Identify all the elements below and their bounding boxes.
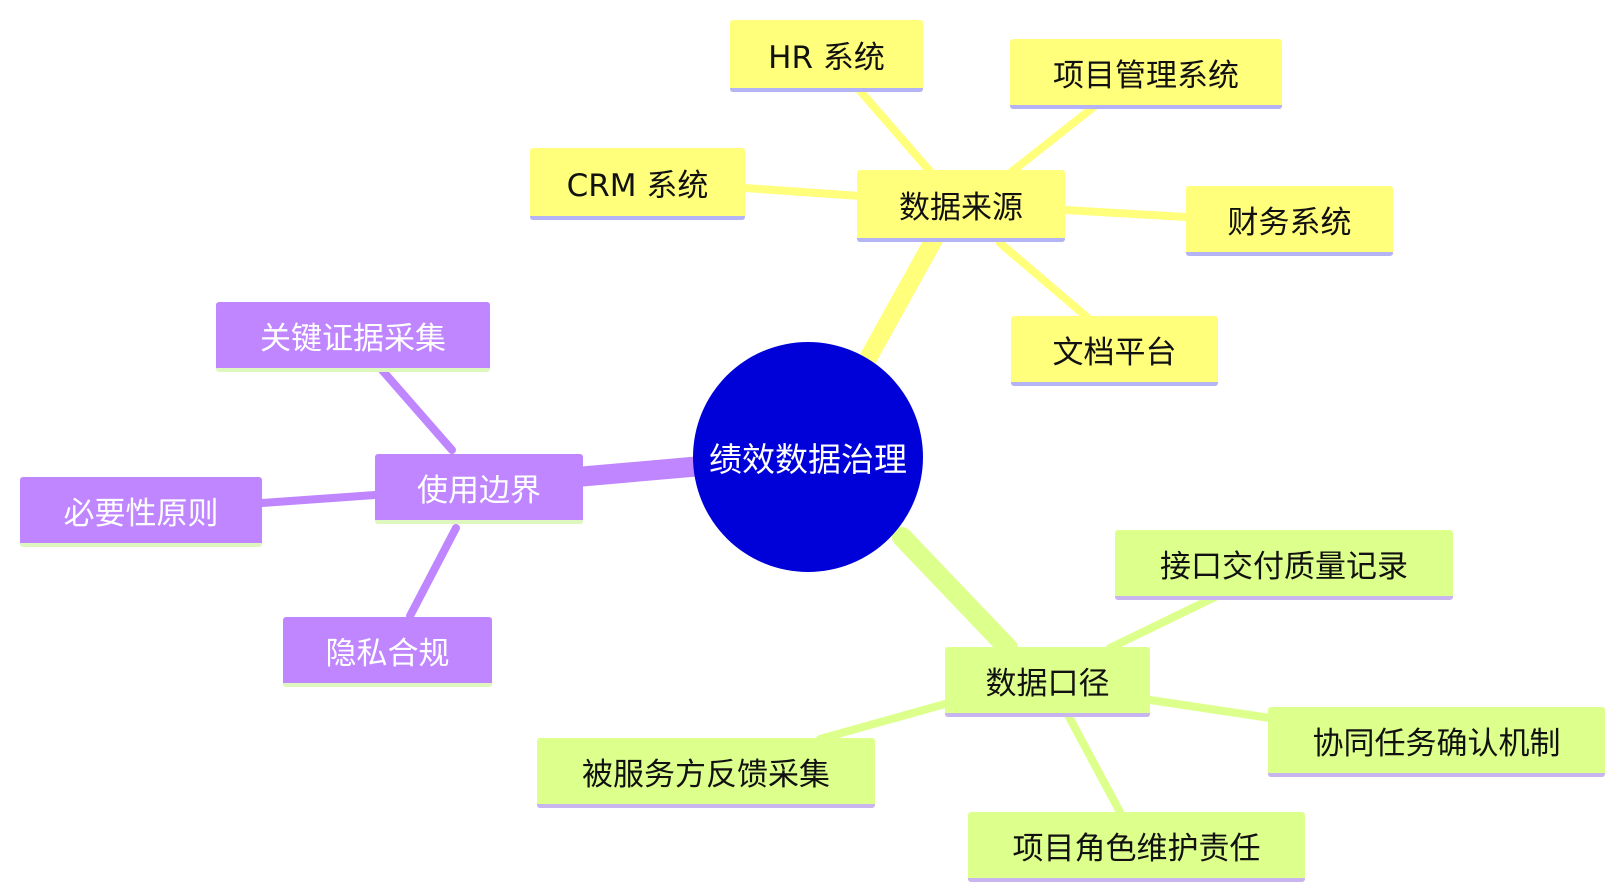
- link-boundary-necessity: [258, 491, 379, 507]
- link-root-data-caliber: [892, 527, 1018, 658]
- link-root-data-source: [857, 216, 951, 371]
- node-project-management-system[interactable]: 项目管理系统: [1010, 39, 1282, 109]
- node-document-platform-label: 文档平台: [1052, 334, 1177, 371]
- node-finance-system[interactable]: 财务系统: [1186, 186, 1393, 256]
- branch-usage-boundary[interactable]: 使用边界: [375, 454, 583, 524]
- node-project-role-maintenance[interactable]: 项目角色维护责任: [968, 812, 1305, 882]
- node-feedback-collection-label: 被服务方反馈采集: [582, 756, 830, 793]
- branch-data-source[interactable]: 数据来源: [857, 170, 1065, 242]
- node-interface-delivery-quality[interactable]: 接口交付质量记录: [1115, 530, 1453, 600]
- node-feedback-collection[interactable]: 被服务方反馈采集: [537, 738, 875, 808]
- link-data-source-pm: [1001, 98, 1104, 181]
- node-project-role-maintenance-label: 项目角色维护责任: [1012, 830, 1261, 867]
- link-caliber-feedback: [816, 700, 949, 743]
- node-privacy-compliance-label: 隐私合规: [325, 635, 450, 672]
- root-node-label: 绩效数据治理: [709, 440, 907, 479]
- node-collaboration-confirmation[interactable]: 协同任务确认机制: [1268, 707, 1605, 777]
- node-crm-system-label: CRM 系统: [566, 167, 709, 204]
- node-necessity-principle[interactable]: 必要性原则: [20, 477, 262, 547]
- node-collaboration-confirmation-label: 协同任务确认机制: [1312, 725, 1561, 762]
- link-caliber-role: [1064, 711, 1124, 816]
- node-project-management-system-label: 项目管理系统: [1053, 57, 1239, 94]
- node-hr-system[interactable]: HR 系统: [730, 20, 923, 92]
- node-document-platform[interactable]: 文档平台: [1011, 316, 1218, 386]
- link-caliber-interface: [1106, 593, 1219, 652]
- node-finance-system-label: 财务系统: [1227, 204, 1352, 241]
- link-data-source-docs: [996, 239, 1092, 322]
- link-boundary-evidence: [378, 366, 456, 454]
- root-node[interactable]: 绩效数据治理: [693, 342, 923, 572]
- node-key-evidence-collection[interactable]: 关键证据采集: [216, 302, 490, 372]
- link-data-source-crm: [741, 184, 864, 200]
- link-root-usage-boundary: [555, 456, 712, 488]
- link-boundary-privacy: [406, 524, 460, 620]
- link-caliber-collab: [1146, 696, 1274, 722]
- branch-data-caliber[interactable]: 数据口径: [945, 647, 1150, 717]
- node-necessity-principle-label: 必要性原则: [63, 495, 219, 532]
- node-interface-delivery-quality-label: 接口交付质量记录: [1160, 548, 1408, 585]
- branch-usage-boundary-label: 使用边界: [417, 472, 541, 509]
- node-hr-system-label: HR 系统: [768, 39, 885, 76]
- branch-data-source-label: 数据来源: [899, 189, 1023, 226]
- link-data-source-finance: [1061, 206, 1190, 221]
- node-privacy-compliance[interactable]: 隐私合规: [283, 617, 492, 687]
- link-data-source-hr: [851, 81, 939, 181]
- node-crm-system[interactable]: CRM 系统: [530, 148, 745, 220]
- branch-data-caliber-label: 数据口径: [985, 665, 1110, 702]
- node-key-evidence-collection-label: 关键证据采集: [260, 320, 446, 357]
